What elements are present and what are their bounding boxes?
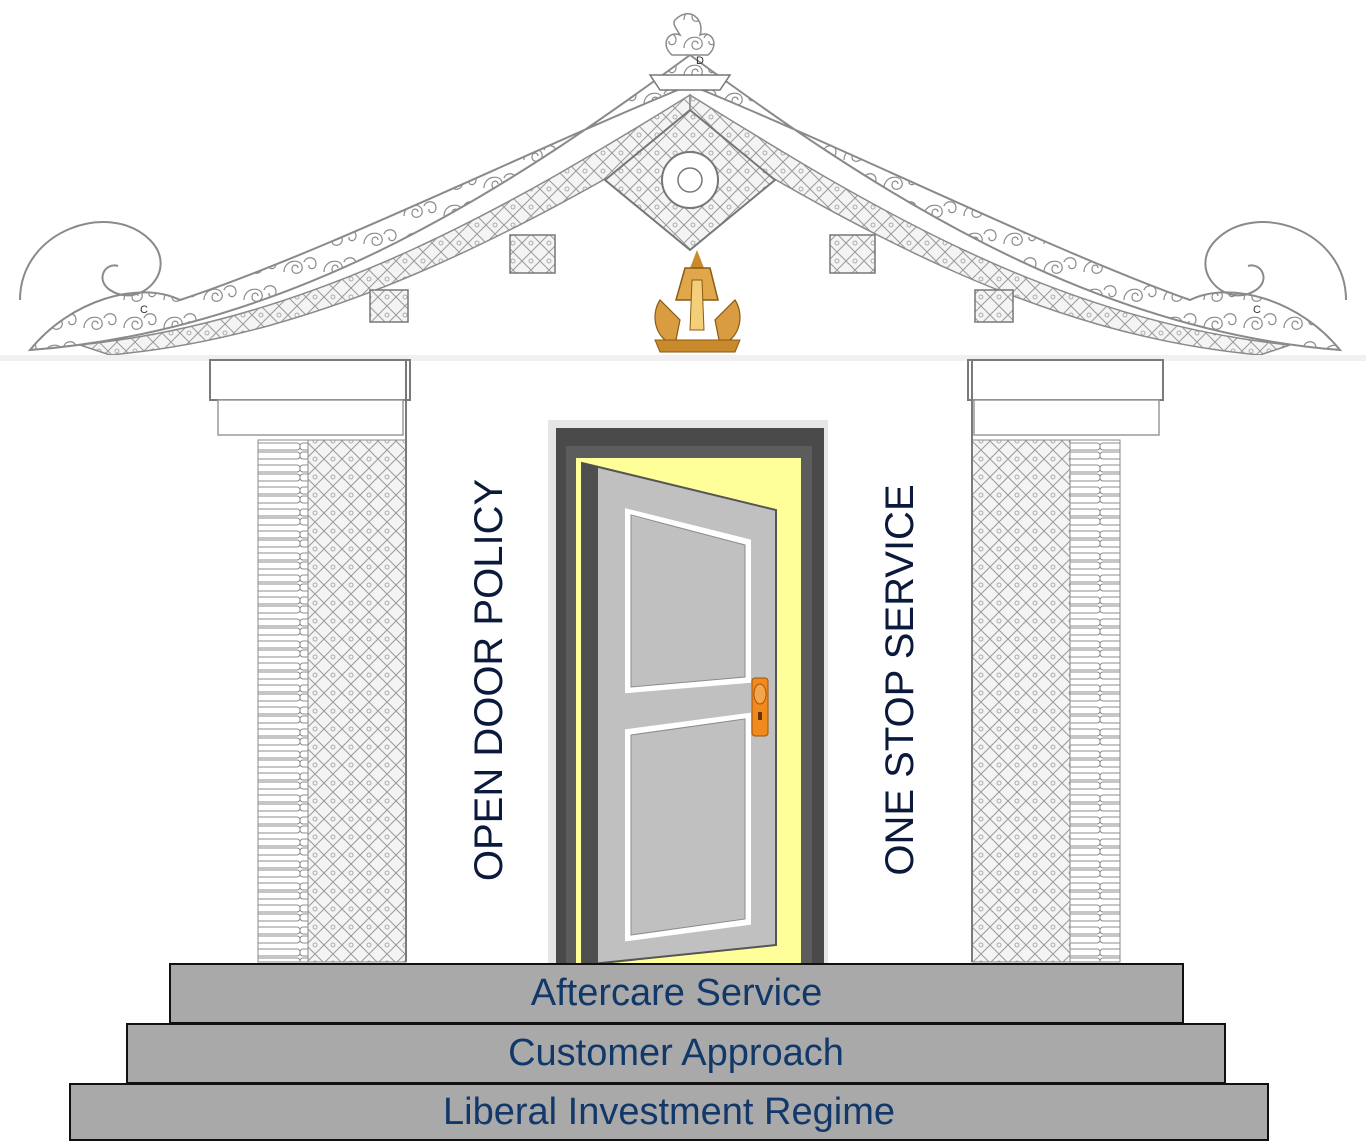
one-stop-service-label: ONE STOP SERVICE: [878, 484, 922, 876]
step-middle-label: Customer Approach: [508, 1032, 844, 1074]
door-handle-icon: [751, 677, 769, 737]
step-aftercare-service: Aftercare Service: [169, 963, 1184, 1024]
step-bottom-label: Liberal Investment Regime: [443, 1090, 895, 1133]
step-top-label: Aftercare Service: [530, 972, 823, 1014]
left-pillar: [209, 359, 411, 963]
roof-mark-left: C: [140, 304, 148, 316]
open-door-policy-label: OPEN DOOR POLICY: [467, 478, 511, 882]
royal-emblem-icon: [654, 250, 741, 353]
step-customer-approach: Customer Approach: [126, 1023, 1226, 1084]
roof-mark-right: C: [1253, 304, 1261, 316]
roof-mark-peak: D: [696, 55, 704, 67]
open-door: [548, 420, 828, 967]
roof-pediment: [0, 13, 1366, 361]
right-pillar: [967, 359, 1164, 963]
step-liberal-investment-regime: Liberal Investment Regime: [69, 1083, 1269, 1141]
